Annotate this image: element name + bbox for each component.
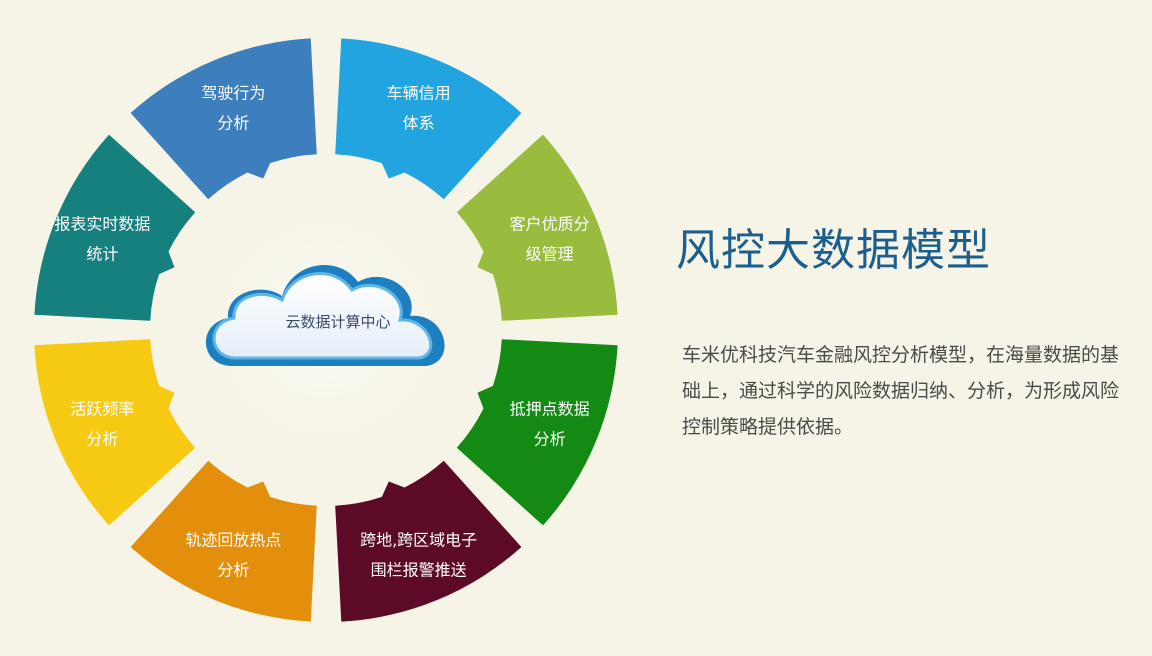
segment-customer-label-line-2: 级管理 [526, 244, 574, 263]
segment-track-shape [130, 460, 317, 622]
segment-fence-label-line-1: 跨地,跨区域电子 [360, 531, 477, 550]
segment-driving-shape [130, 38, 317, 200]
segment-fence-shape [335, 460, 522, 622]
cloud-center-label: 云数据计算中心 [285, 313, 390, 331]
segment-report-label-line-1: 报表实时数据 [54, 214, 150, 233]
page-title: 风控大数据模型 [676, 225, 991, 276]
segment-collateral-label-line-2: 分析 [534, 430, 566, 449]
description-text: 车米优科技汽车金融风控分析模型，在海量数据的基础上，通过科学的风险数据归纳、分析… [682, 344, 1120, 438]
segment-credit-shape [335, 38, 522, 200]
segment-collateral-label-line-1: 抵押点数据 [510, 400, 590, 419]
segment-activity-label-line-1: 活跃频率 [70, 400, 134, 419]
segment-report-label-line-2: 统计 [86, 244, 118, 263]
segment-driving-label-line-2: 分析 [217, 113, 249, 132]
segment-credit-label-line-1: 车辆信用 [387, 83, 451, 102]
segment-activity-shape [34, 339, 196, 526]
segment-credit-label-line-2: 体系 [403, 113, 435, 132]
segment-activity-label-line-2: 分析 [86, 430, 118, 449]
segment-customer-shape [456, 134, 618, 321]
segment-track-label-line-2: 分析 [217, 561, 249, 580]
segment-customer-label-line-1: 客户优质分 [510, 214, 590, 233]
risk-model-wheel-diagram: 驾驶行为分析车辆信用体系客户优质分级管理抵押点数据分析跨地,跨区域电子围栏报警推… [34, 38, 618, 622]
segment-fence-label-line-2: 围栏报警推送 [371, 561, 467, 580]
segment-track-label-line-1: 轨迹回放热点 [185, 531, 281, 550]
segment-collateral-shape [456, 339, 618, 526]
cloud-data-center: 云数据计算中心 [205, 265, 445, 366]
segment-report-shape [34, 134, 196, 321]
segment-driving-label-line-1: 驾驶行为 [201, 83, 265, 102]
cloud-shape [212, 272, 433, 360]
